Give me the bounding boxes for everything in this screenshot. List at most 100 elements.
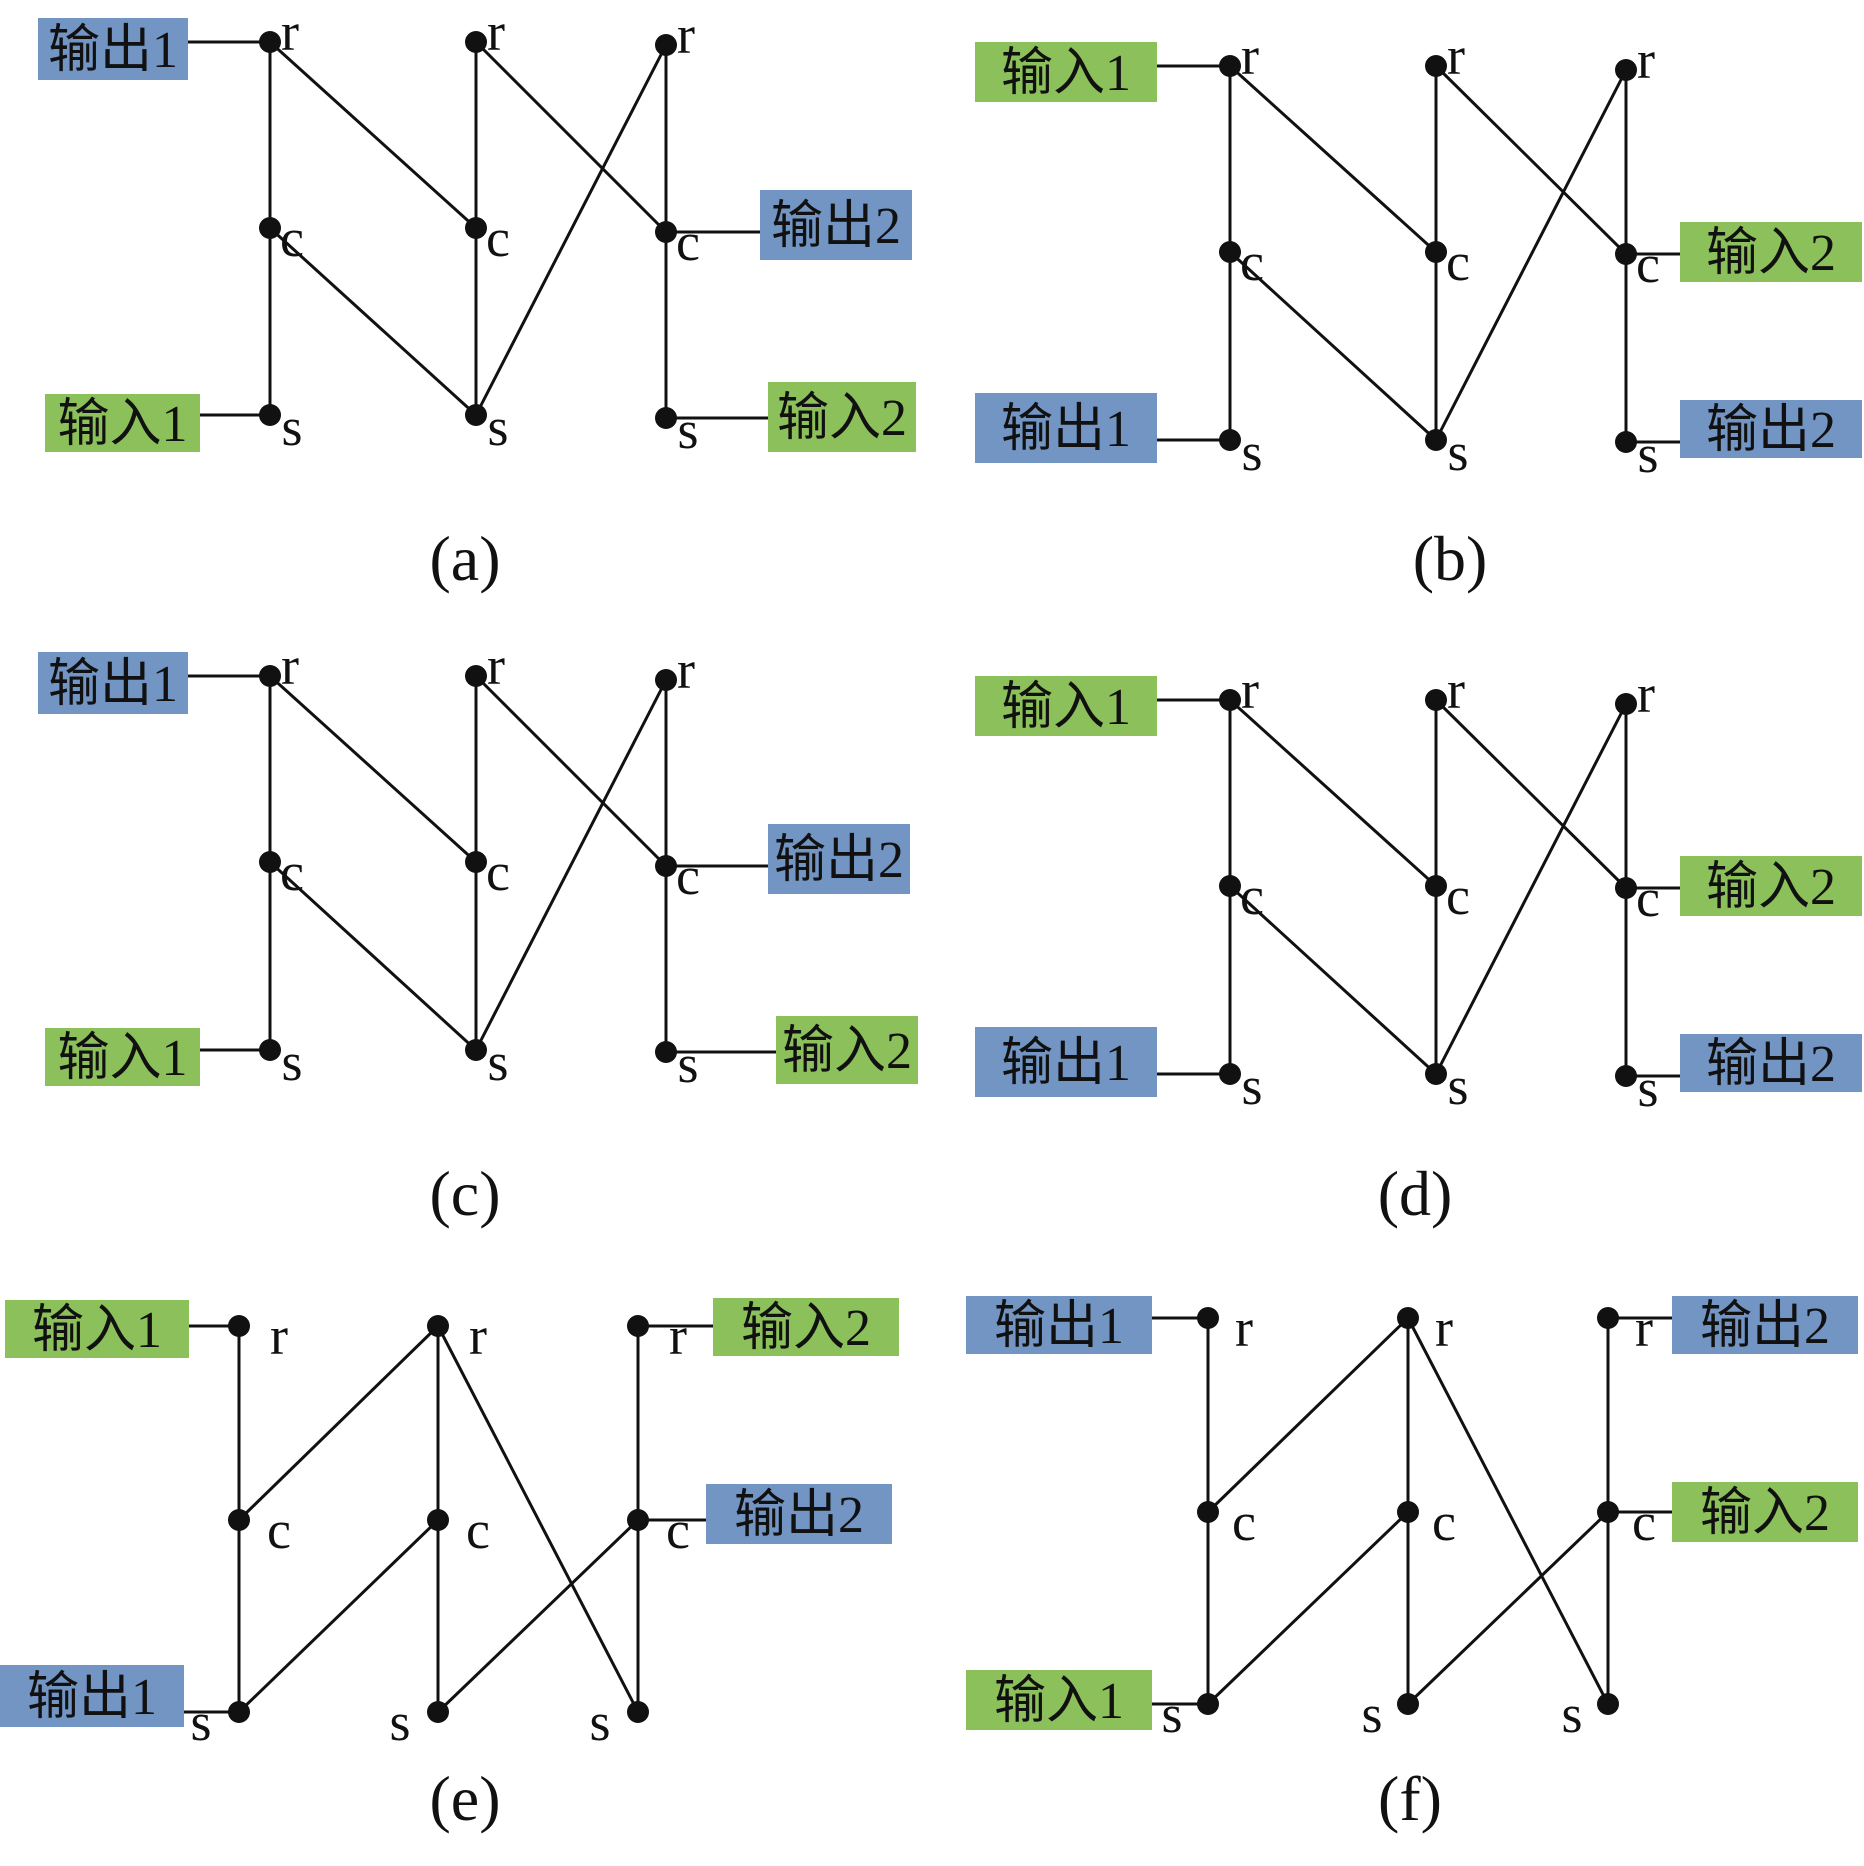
- node-label-r: r: [1235, 1298, 1253, 1358]
- output-port-tag: [1680, 1034, 1862, 1092]
- input-port-tag: [776, 1016, 918, 1084]
- node-s: [1197, 1693, 1219, 1715]
- node-c: [1425, 875, 1447, 897]
- node-label-s: s: [487, 397, 508, 457]
- node-label-c: c: [676, 212, 700, 272]
- node-s: [465, 1039, 487, 1061]
- crossover-link-2: [1228, 250, 1438, 442]
- port-tag-label: 输出2: [1706, 1036, 1836, 1093]
- node-label-c: c: [267, 1500, 291, 1560]
- crossover-link-1: [1228, 698, 1438, 888]
- input-port-tag: [5, 1300, 189, 1358]
- node-c: [1219, 875, 1241, 897]
- node-label-r: r: [1637, 30, 1655, 90]
- output-port-tag: [966, 1296, 1152, 1354]
- node-s: [1597, 1693, 1619, 1715]
- panel-caption: (f): [1378, 1763, 1442, 1834]
- node-s: [655, 407, 677, 429]
- node-r: [465, 665, 487, 687]
- node-label-s: s: [1447, 1056, 1468, 1116]
- node-label-c: c: [280, 842, 304, 902]
- node-c: [259, 217, 281, 239]
- panel-caption: (d): [1378, 1158, 1453, 1229]
- node-c: [465, 851, 487, 873]
- node-label-r: r: [1241, 660, 1259, 720]
- node-r: [1425, 55, 1447, 77]
- crossover-link-1: [1228, 64, 1438, 254]
- node-label-r: r: [281, 636, 299, 696]
- node-s: [427, 1701, 449, 1723]
- node-label-r: r: [1635, 1298, 1653, 1358]
- crossover-link-1: [268, 674, 478, 864]
- node-label-s: s: [589, 1692, 610, 1752]
- output-port-tag: [38, 18, 188, 80]
- node-label-s: s: [281, 1032, 302, 1092]
- node-r: [427, 1315, 449, 1337]
- crossover-link-2: [268, 226, 478, 417]
- node-r: [1597, 1307, 1619, 1329]
- node-r: [627, 1315, 649, 1337]
- node-c: [1425, 241, 1447, 263]
- node-label-c: c: [1446, 866, 1470, 926]
- node-s: [259, 1039, 281, 1061]
- node-c: [427, 1509, 449, 1531]
- port-tag-label: 输入2: [1706, 859, 1836, 916]
- crossover-link-4: [1406, 1510, 1610, 1706]
- node-s: [655, 1041, 677, 1063]
- output-port-tag: [768, 824, 910, 894]
- input-port-tag: [45, 394, 200, 452]
- node-label-r: r: [677, 5, 695, 65]
- node-c: [1197, 1501, 1219, 1523]
- node-label-c: c: [486, 842, 510, 902]
- node-c: [655, 221, 677, 243]
- node-r: [465, 31, 487, 53]
- node-label-r: r: [469, 1306, 487, 1366]
- output-port-tag: [975, 1027, 1157, 1097]
- node-s: [627, 1701, 649, 1723]
- crossover-link-4: [474, 44, 668, 416]
- crossover-link-2: [268, 860, 478, 1052]
- node-c: [1397, 1501, 1419, 1523]
- node-c: [1615, 243, 1637, 265]
- node-s: [228, 1701, 250, 1723]
- node-s: [1425, 429, 1447, 451]
- port-tag-label: 输入2: [1706, 225, 1836, 282]
- node-label-s: s: [389, 1692, 410, 1752]
- crossover-link-2: [1206, 1510, 1410, 1706]
- node-c: [1615, 877, 1637, 899]
- panel-caption: (b): [1413, 523, 1488, 594]
- crossover-link-3: [1434, 64, 1628, 256]
- node-label-c: c: [1636, 234, 1660, 294]
- port-tag-label: 输出1: [27, 1669, 157, 1726]
- node-label-r: r: [1447, 26, 1465, 86]
- input-port-tag: [1680, 856, 1862, 916]
- node-label-s: s: [1241, 1056, 1262, 1116]
- crossover-link-1: [237, 1324, 440, 1522]
- node-label-r: r: [1447, 660, 1465, 720]
- crossover-link-2: [1228, 884, 1438, 1076]
- port-tag-label: 输出2: [1700, 1298, 1830, 1355]
- port-tag-label: 输入2: [777, 390, 907, 447]
- panel-caption: (a): [429, 523, 500, 594]
- crossover-link-4: [436, 1518, 640, 1714]
- crossover-link-3: [1434, 698, 1628, 890]
- port-tag-label: 输出1: [1001, 401, 1131, 458]
- node-s: [465, 404, 487, 426]
- input-port-tag: [975, 42, 1157, 102]
- crossover-link-1: [1206, 1316, 1410, 1514]
- node-label-r: r: [669, 1306, 687, 1366]
- node-c: [655, 855, 677, 877]
- crossover-link-4: [474, 679, 668, 1051]
- node-s: [1615, 431, 1637, 453]
- node-label-c: c: [1240, 866, 1264, 926]
- port-tag-label: 输出1: [994, 1298, 1124, 1355]
- node-label-s: s: [281, 397, 302, 457]
- port-tag-label: 输入1: [57, 1030, 187, 1087]
- node-s: [1425, 1063, 1447, 1085]
- node-r: [1219, 689, 1241, 711]
- node-r: [1425, 689, 1447, 711]
